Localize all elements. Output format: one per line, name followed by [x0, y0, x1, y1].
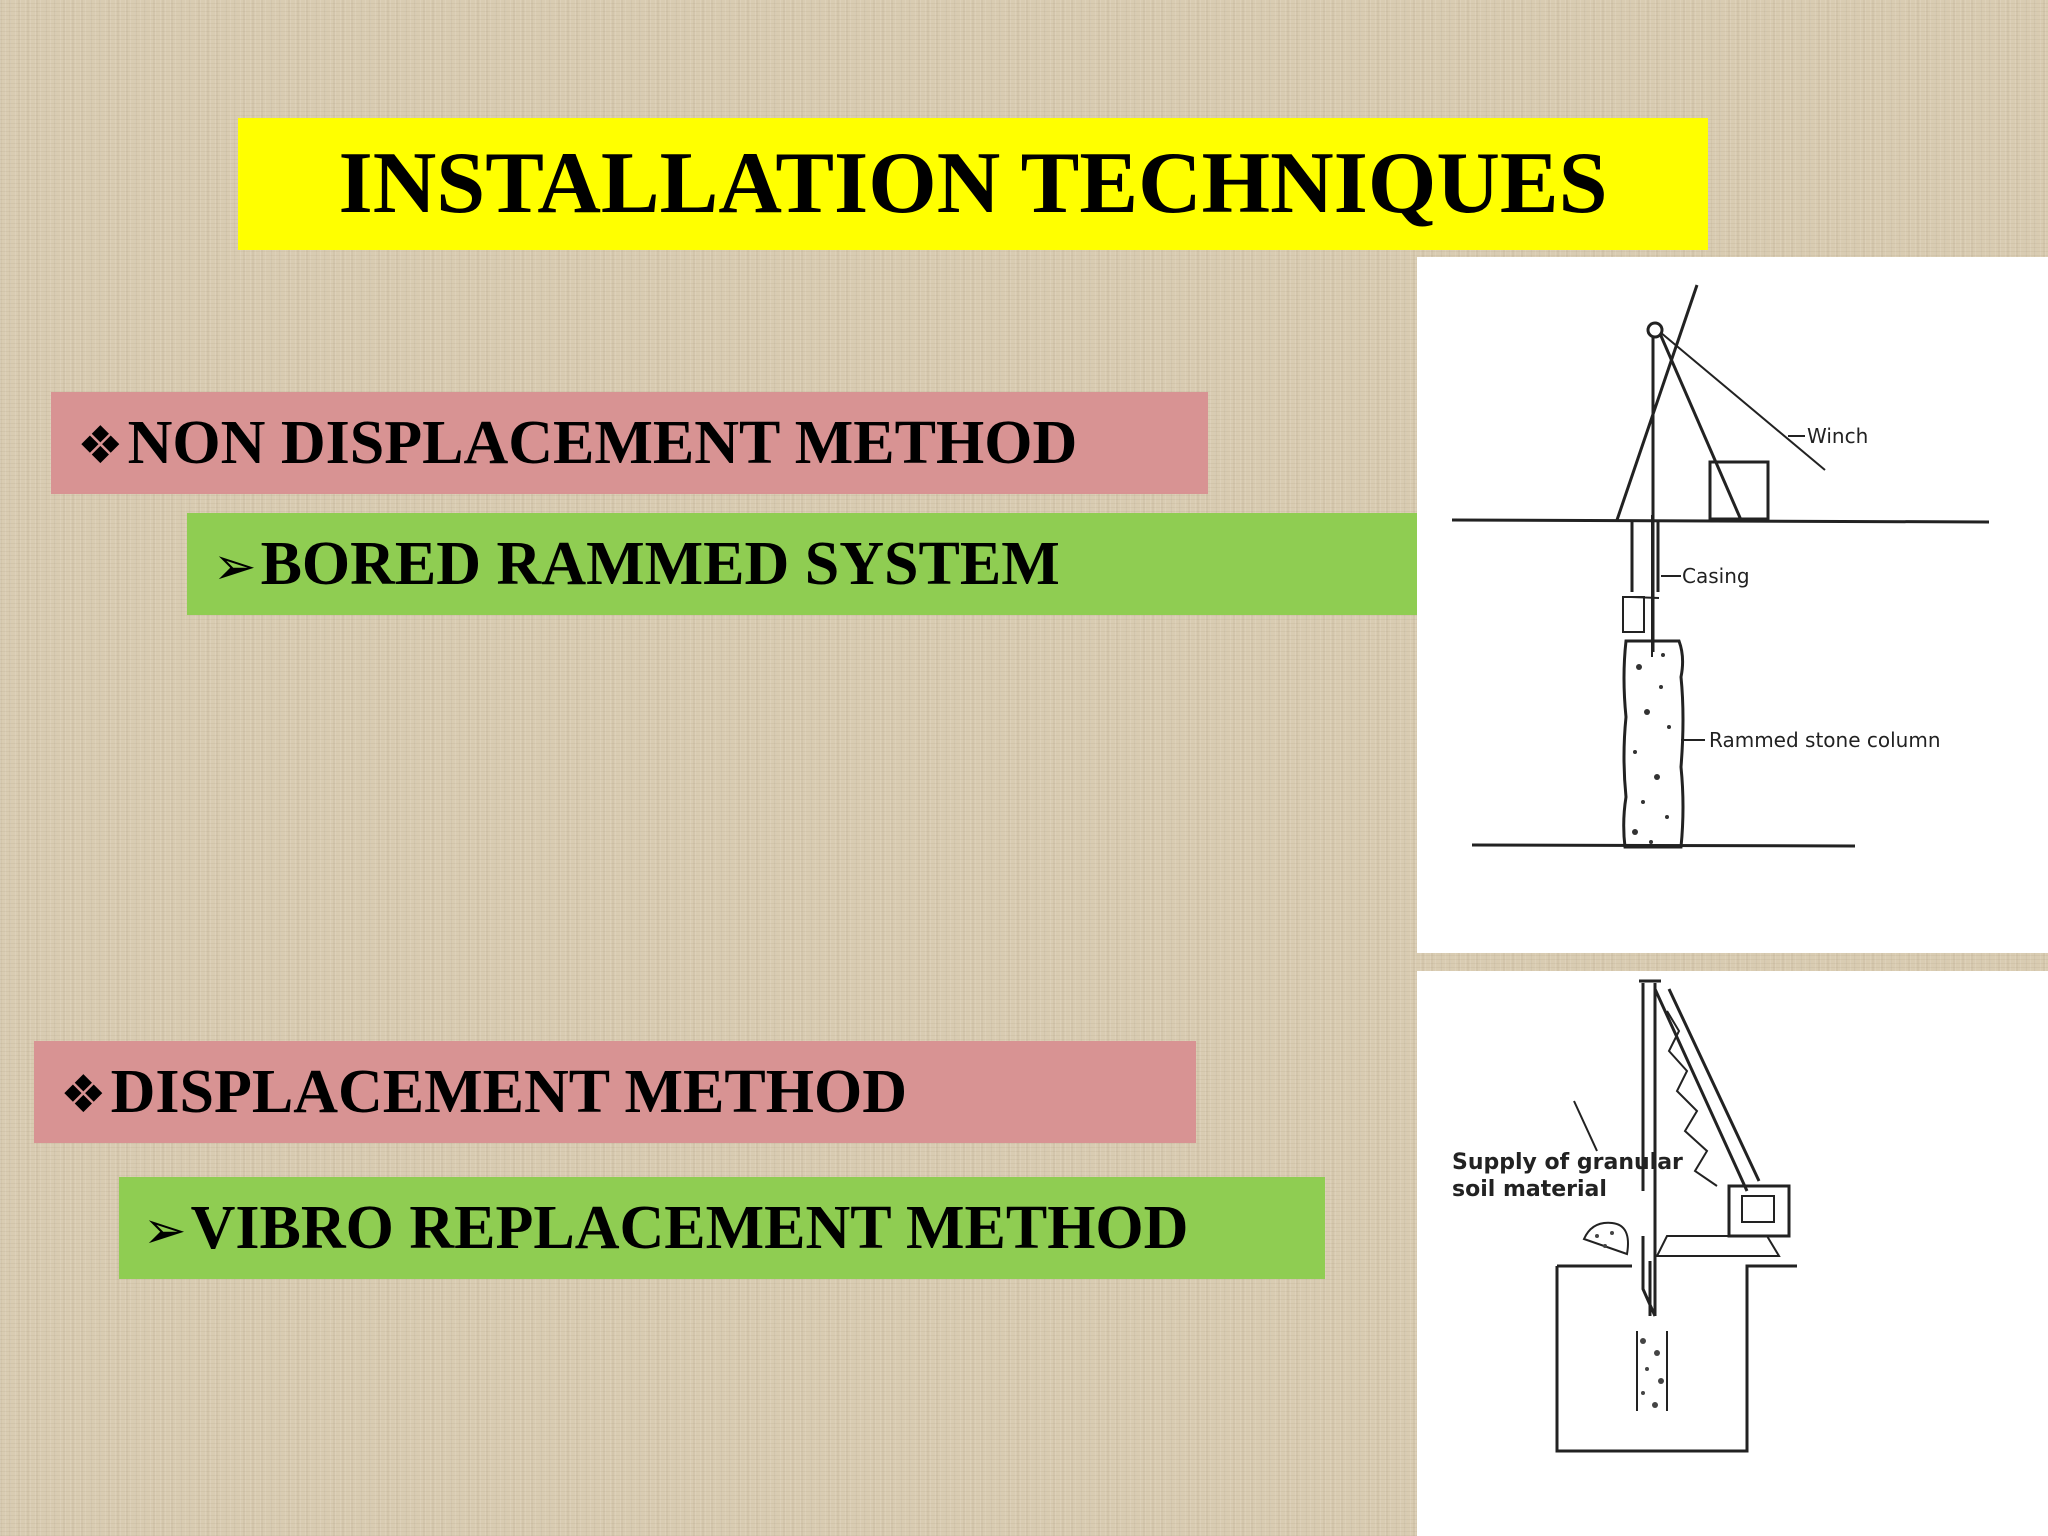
arrow-bullet-icon: ➢ [213, 537, 257, 597]
heading-text: DISPLACEMENT METHOD [110, 1058, 907, 1126]
subitem-text: BORED RAMMED SYSTEM [260, 530, 1060, 598]
heading-text: NON DISPLACEMENT METHOD [127, 409, 1078, 477]
subitem-text: VIBRO REPLACEMENT METHOD [190, 1194, 1189, 1262]
subitem-bored-rammed: ➢BORED RAMMED SYSTEM [187, 513, 1417, 615]
supply-label-line-2: soil material [1452, 1177, 1607, 1202]
vibro-replacement-diagram: Supply of granular soil material [1417, 971, 2048, 1536]
slide-title: INSTALLATION TECHNIQUES [238, 118, 1708, 250]
bored-rammed-illustration: Winch Casing Rammed stone column [1451, 284, 1990, 849]
casing-label: Casing [1682, 564, 1750, 588]
heading-displacement: ❖DISPLACEMENT METHOD [34, 1041, 1196, 1143]
winch-label: Winch [1807, 424, 1868, 448]
diamond-bullet-icon: ❖ [60, 1065, 107, 1125]
diamond-bullet-icon: ❖ [77, 416, 124, 476]
vibro-replacement-illustration: Supply of granular soil material [1452, 979, 1797, 1453]
arrow-bullet-icon: ➢ [143, 1201, 187, 1261]
subitem-vibro-replacement: ➢VIBRO REPLACEMENT METHOD [119, 1177, 1325, 1279]
bored-rammed-diagram: Winch Casing Rammed stone column [1417, 257, 2048, 953]
supply-label-line-1: Supply of granular [1452, 1150, 1683, 1175]
rammed-stone-column-label: Rammed stone column [1709, 728, 1941, 752]
heading-non-displacement: ❖NON DISPLACEMENT METHOD [51, 392, 1208, 494]
